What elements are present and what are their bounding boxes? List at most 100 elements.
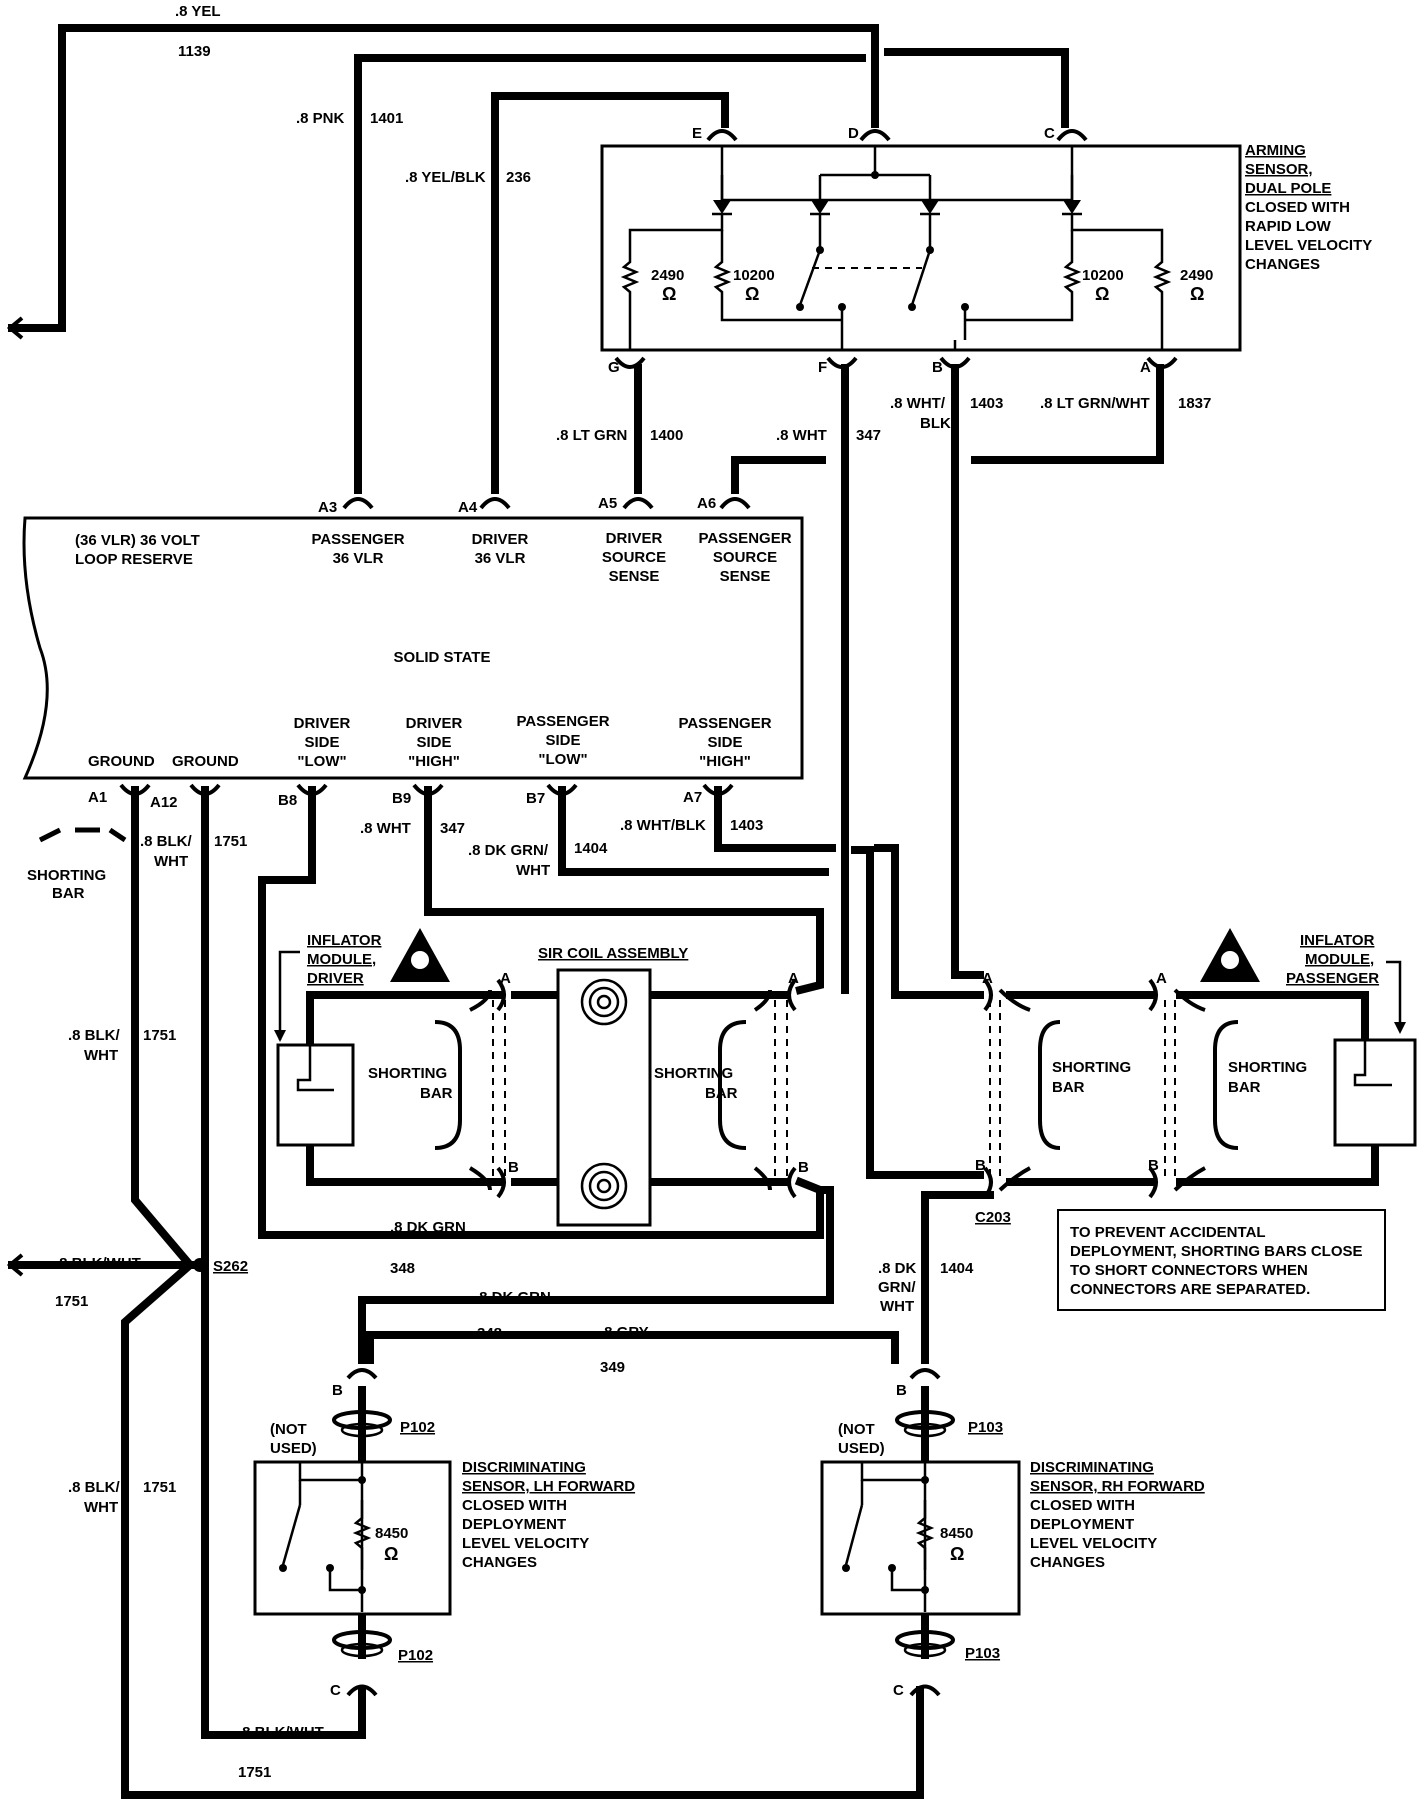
driver-high-2: SIDE: [416, 734, 451, 751]
res-2490-right-label: 2490: [1180, 267, 1213, 284]
lh-title-2: SENSOR, LH FORWARD: [462, 1478, 635, 1495]
driver-inflator: INFLATOR MODULE, DRIVER: [274, 928, 450, 1147]
w1400-size: .8 LT GRN: [556, 427, 627, 444]
wire-1401: [354, 54, 866, 494]
passenger-sense-2: SOURCE: [713, 549, 777, 566]
arming-sensor-box: [600, 144, 1242, 352]
arming-title-3: DUAL POLE: [1245, 180, 1331, 197]
switch-left-icon: [798, 249, 822, 306]
conn-coil-left-icon: [496, 978, 506, 1199]
driver-low-3: "LOW": [297, 753, 346, 770]
w1401-size: .8 PNK: [296, 110, 345, 127]
shorting-bar-left-1: SHORTING: [368, 1065, 447, 1082]
wire-passenger-b: [1176, 1136, 1379, 1186]
coil-spiral-top-inner: [596, 994, 612, 1010]
rh-title-3: CLOSED WITH: [1030, 1497, 1135, 1514]
conn-b9-icon: [412, 783, 444, 796]
lh-title-5: LEVEL VELOCITY: [462, 1535, 589, 1552]
wire-349: [366, 1331, 899, 1364]
w348lower-size: .8 DK GRN: [475, 1289, 551, 1306]
driver-high-1: DRIVER: [406, 715, 463, 732]
pin-a12: A12: [150, 794, 178, 811]
lh-title-6: CHANGES: [462, 1554, 537, 1571]
ohm-10200-right: Ω: [1095, 284, 1109, 304]
arrow-left-s262-icon: [6, 1253, 24, 1277]
vlr-label-2: LOOP RESERVE: [75, 551, 193, 568]
pin-b8: B8: [278, 792, 297, 809]
rh-conn-b-icon: [909, 1368, 941, 1380]
rh-p103-bottom-inner: [903, 1642, 947, 1658]
lh-pin-b: B: [332, 1382, 343, 1399]
w1751a-circuit: 1751: [214, 833, 247, 850]
lh-conn-c-icon: [346, 1684, 378, 1697]
c203-label: C203: [975, 1209, 1011, 1226]
lh-title-4: DEPLOYMENT: [462, 1516, 566, 1533]
wire-1751-a1: [121, 786, 924, 1799]
w347top-size: .8 WHT: [776, 427, 827, 444]
driver-low-2: SIDE: [304, 734, 339, 751]
shorting-bar-pass-left-icon: [1038, 1020, 1061, 1150]
w348lower-circuit: 348: [477, 1325, 502, 1342]
pin-a6: A6: [697, 495, 716, 512]
rh-title-4: DEPLOYMENT: [1030, 1516, 1134, 1533]
rh-switch-out: [890, 1568, 925, 1592]
conn-g-icon: [614, 356, 646, 369]
coil-spiral-bottom-inner: [596, 1178, 612, 1194]
w1751bottom-size: .8 BLK/WHT: [238, 1724, 324, 1741]
squib-driver-icon: [296, 1045, 334, 1092]
inflator-driver-pointer: [278, 950, 300, 1040]
w1403a7-size: .8 WHT/BLK: [620, 817, 706, 834]
w1837-size: .8 LT GRN/WHT: [1040, 395, 1150, 412]
lh-p102-bottom-label: P102: [398, 1647, 433, 1664]
coil-right-pin-b: B: [798, 1159, 809, 1176]
shorting-bar-pass-left-2: BAR: [1052, 1079, 1085, 1096]
rh-pin-b: B: [896, 1382, 907, 1399]
w1751left-size1: .8 BLK/: [68, 1027, 121, 1044]
switch-right-end: [908, 303, 916, 311]
c203-pin-b: B: [975, 1157, 986, 1174]
pass-pin-a: A: [1156, 970, 1167, 987]
rh-title-1: DISCRIMINATING: [1030, 1459, 1154, 1476]
pin-a4: A4: [458, 499, 478, 516]
inflator-driver-1: INFLATOR: [307, 932, 382, 949]
res-2490-left-label: 2490: [651, 267, 684, 284]
arming-title-2: SENSOR,: [1245, 161, 1313, 178]
lh-switch-icon: [281, 1504, 302, 1566]
conn-a-icon: [1146, 356, 1178, 369]
conn-a5-icon: [622, 497, 654, 510]
wire-driver-a: [306, 991, 504, 1049]
w1403top-size2: BLK: [920, 415, 951, 432]
lh-not-used-2: USED): [270, 1440, 317, 1457]
solid-state-module: (36 VLR) 36 VOLT LOOP RESERVE PASSENGER …: [22, 495, 804, 811]
res-10200-right-label: 10200: [1082, 267, 1124, 284]
wire-1401-to-d: [884, 48, 1069, 128]
pin-b7: B7: [526, 790, 545, 807]
w349-size: .8 GRY: [600, 1324, 649, 1341]
splice-label: S262: [213, 1258, 248, 1275]
diode-d-right-icon: [921, 200, 939, 214]
passenger-high-2: SIDE: [707, 734, 742, 751]
lh-p102-bottom-inner: [340, 1642, 384, 1658]
coil-spiral-bottom-mid: [588, 1170, 620, 1202]
pass-contacts: [1173, 988, 1206, 1192]
lh-sensor: B P102 (NOT USED) 8450 Ω DISCRIMINATING …: [253, 1368, 635, 1699]
rh-ohm: Ω: [950, 1544, 964, 1564]
lh-p102-top-label: P102: [400, 1419, 435, 1436]
pin-a7: A7: [683, 789, 702, 806]
warning-hand-passenger-icon: [1221, 951, 1239, 969]
shorting-bar-right-icon: [718, 1020, 747, 1150]
coil-left-pin-b: B: [508, 1159, 519, 1176]
res-10200-left-label: 10200: [733, 267, 775, 284]
rh-title-5: LEVEL VELOCITY: [1030, 1535, 1157, 1552]
rh-title-6: CHANGES: [1030, 1554, 1105, 1571]
shorting-bar-left-contacts: [468, 989, 492, 1191]
lh-p102-top-inner: [340, 1422, 384, 1438]
conn-a6-icon: [719, 497, 751, 510]
resistor-2490-right-icon: [1070, 214, 1172, 340]
inflator-passenger-arrow-icon: [1394, 1022, 1406, 1034]
inflator-passenger-pointer: [1386, 960, 1402, 1030]
w1751s262-size: .8 BLK/WHT: [55, 1255, 141, 1272]
rh-resistor-label: 8450: [940, 1525, 973, 1542]
rh-sensor: B P103 (NOT USED) 8450 Ω DISCRIMINATING …: [820, 1368, 1205, 1699]
